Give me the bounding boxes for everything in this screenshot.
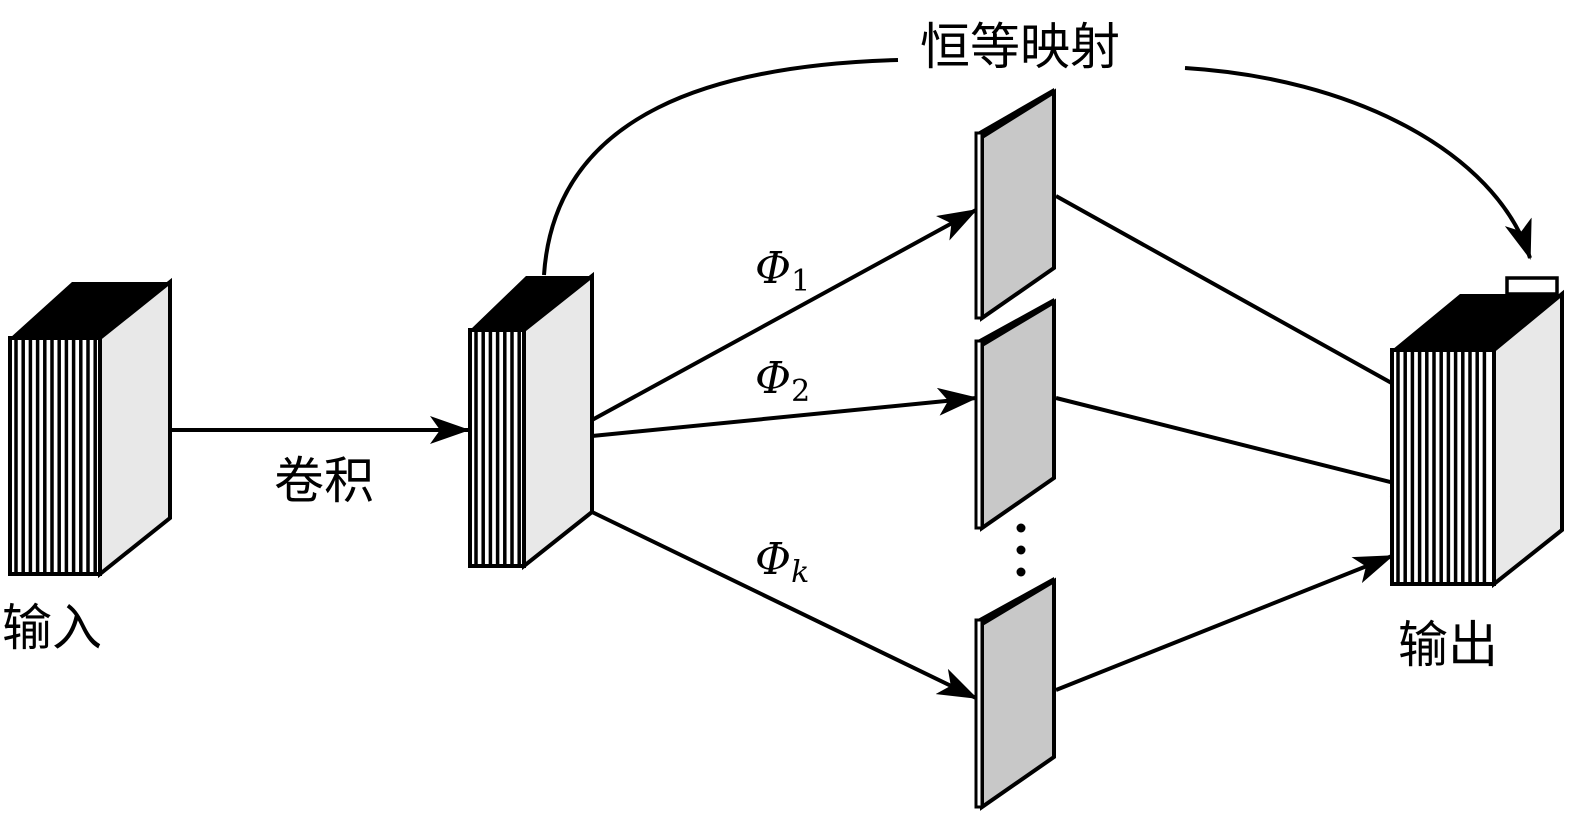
identity-arc-right [1184,66,1532,260]
conv-feature-block [468,271,594,571]
branch-arrow-k [591,510,978,700]
branch-label-2: Φ2 [755,353,810,409]
conv-label: 卷积 [274,452,374,510]
identity-channel-cap [1505,276,1559,296]
branch-arrow-2 [591,387,978,438]
feature-map-k [974,577,1056,811]
identity-arc-left [542,58,899,276]
input-label: 输入 [2,599,102,657]
branch-label-1: Φ1 [755,243,810,299]
merge-arrow-1 [1055,194,1442,412]
input-tensor-block [8,277,172,579]
identity-label: 恒等映射 [920,18,1120,76]
feature-map-2 [974,298,1056,532]
merge-arrow-k [1055,554,1394,692]
output-label: 输出 [1398,616,1498,674]
merge-arrow-2 [1055,396,1432,497]
ellipsis-dots [1016,523,1026,577]
feature-map-1 [974,88,1056,322]
branch-label-k: Φk [755,534,809,590]
branch-arrow-1 [591,208,978,422]
output-tensor-block [1390,276,1564,589]
